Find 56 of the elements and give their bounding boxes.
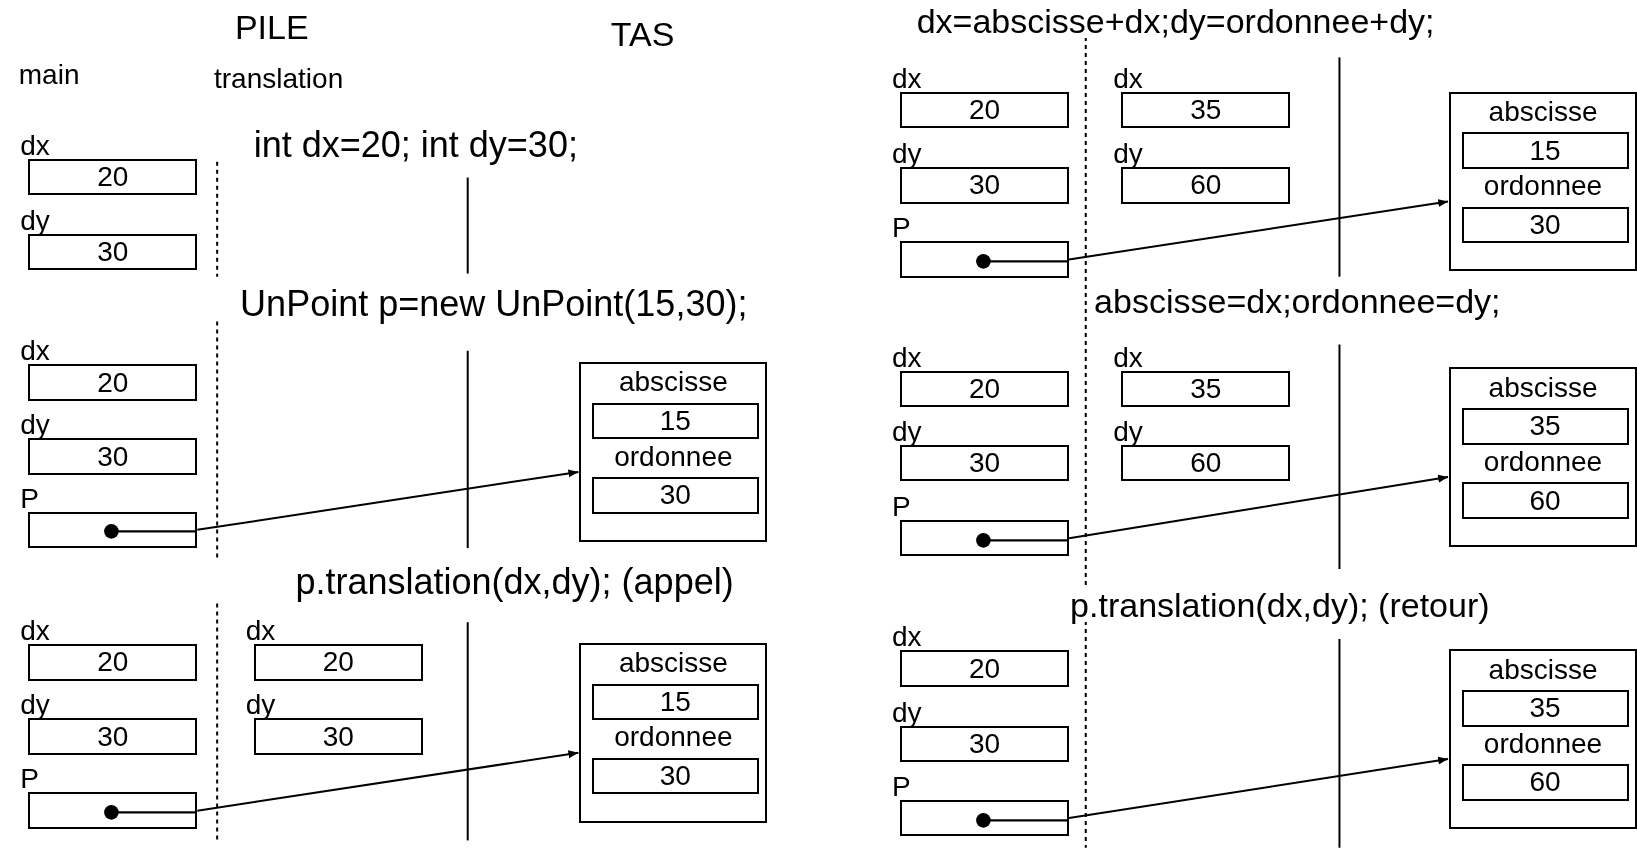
field-value-box: 35 — [1461, 690, 1629, 727]
variable-name: dy — [891, 698, 922, 727]
field-value-box: 30 — [591, 477, 759, 514]
variable-name: dx — [20, 617, 50, 646]
pointer-arrow — [196, 469, 580, 531]
pointer-arrow — [1068, 756, 1450, 819]
field-name: abscisse — [617, 649, 729, 678]
field-name: ordonnee — [613, 723, 734, 752]
variable-name: P — [20, 765, 39, 794]
variable-name: dx — [245, 617, 276, 646]
variable-name: dy — [20, 411, 50, 440]
variable-name: dx — [891, 343, 922, 372]
field-value-box: 30 — [1461, 206, 1629, 244]
variable-name: P — [891, 492, 911, 521]
field-name: abscisse — [1487, 98, 1599, 127]
field-value-box: 15 — [591, 683, 759, 721]
heap-object-box — [1449, 649, 1637, 829]
heap-object-box — [579, 362, 768, 542]
field-value-box: 60 — [1461, 764, 1629, 801]
field-name: ordonnee — [613, 442, 734, 471]
variable-name: dx — [20, 337, 50, 366]
variable-name: dy — [20, 206, 50, 235]
variable-name: P — [891, 772, 911, 801]
variable-name: dy — [1113, 417, 1143, 446]
pointer-arrow — [1068, 474, 1450, 540]
variable-name: dy — [20, 691, 50, 720]
variable-name: dy — [891, 140, 922, 169]
field-value-box: 15 — [1461, 132, 1629, 169]
pointer-arrow — [196, 750, 580, 812]
field-value-box: 60 — [1461, 482, 1629, 519]
field-value-box: 30 — [591, 757, 759, 795]
variable-name: dx — [891, 64, 922, 93]
field-name: ordonnee — [1482, 729, 1604, 758]
variable-name: P — [20, 484, 39, 513]
code-statement: UnPoint p=new UnPoint(15,30); — [240, 286, 748, 323]
field-name: ordonnee — [1482, 172, 1604, 201]
variable-name: dx — [1113, 343, 1143, 372]
field-name: abscisse — [617, 368, 729, 397]
variable-name: dx — [1113, 64, 1143, 93]
field-value-box: 15 — [591, 402, 759, 440]
variable-name: dy — [245, 691, 276, 720]
heap-object-box — [579, 643, 768, 823]
heap-object-box — [1449, 91, 1637, 272]
pointer-arrow — [1068, 199, 1450, 261]
variable-name: dy — [1113, 140, 1143, 169]
field-value-box: 35 — [1461, 408, 1629, 445]
field-name: abscisse — [1487, 373, 1599, 402]
code-statement: p.translation(dx,dy); (retour) — [1070, 587, 1490, 622]
heap-object-box — [1449, 367, 1637, 548]
field-name: ordonnee — [1482, 447, 1604, 476]
variable-name: dx — [20, 131, 50, 160]
variable-name: dx — [891, 623, 922, 652]
variable-name: dy — [891, 417, 922, 446]
field-name: abscisse — [1487, 655, 1599, 684]
code-statement: int dx=20; int dy=30; — [253, 127, 578, 164]
variable-name: P — [891, 214, 911, 243]
